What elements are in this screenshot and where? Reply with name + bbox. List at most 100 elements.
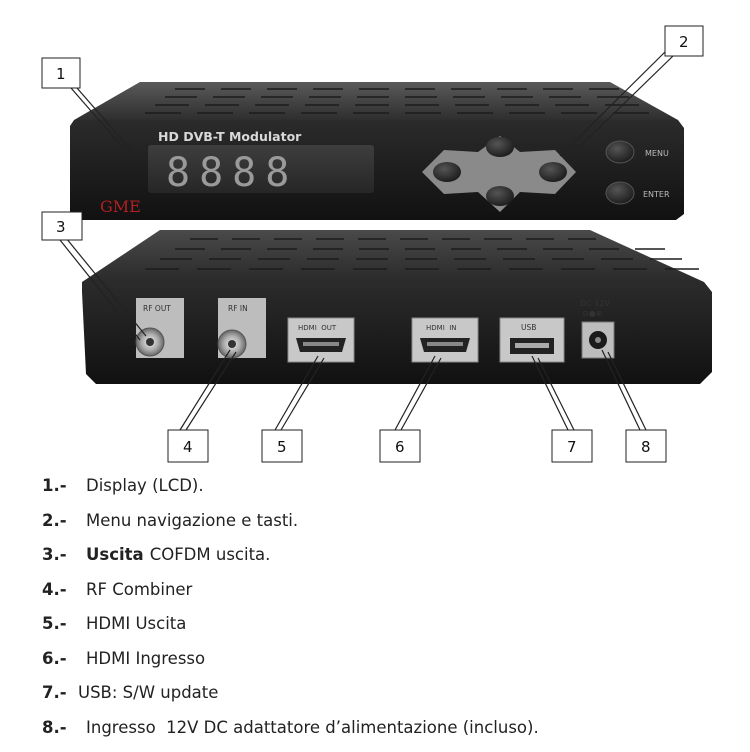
vent-slot (400, 238, 428, 240)
legend-item-3: 3.- Uscita COFDM uscita. (42, 545, 732, 580)
vent-slot (274, 238, 302, 240)
hdmi-in-port[interactable]: HDMI IN (412, 318, 478, 362)
usb-label: USB (521, 323, 536, 332)
vent-slot (451, 88, 481, 90)
hdmi-out-port[interactable]: HDMI OUT (288, 318, 354, 362)
vent-slot (442, 238, 470, 240)
rf-out-label: RF OUT (143, 304, 171, 313)
legend-list: 1.- Display (LCD). 2.- Menu navigazione … (42, 476, 732, 752)
brand-logo: GME (100, 197, 141, 216)
vent-slot (205, 104, 239, 106)
vent-slot (405, 104, 439, 106)
legend-text: RF Combiner (86, 580, 192, 599)
vent-slot (484, 238, 512, 240)
device-diagram: HD DVB-T Modulator 8888 GME MENU ENTER R… (0, 0, 750, 470)
vent-slot (261, 96, 293, 98)
legend-item-1: 1.- Display (LCD). (42, 476, 732, 511)
vent-slot (509, 268, 543, 270)
legend-item-2: 2.- Menu navigazione e tasti. (42, 511, 732, 546)
vent-slot (457, 268, 491, 270)
nav-down-button[interactable] (486, 186, 514, 206)
vent-slot (613, 112, 649, 114)
callout-3: 3 (42, 212, 82, 240)
nav-right-button[interactable] (539, 162, 567, 182)
vent-slot (568, 238, 596, 240)
legend-number: 1.- (42, 476, 86, 495)
svg-text:6: 6 (395, 438, 405, 456)
front-panel-title: HD DVB-T Modulator (158, 129, 302, 144)
vent-slot (497, 88, 527, 90)
vent-slot (197, 268, 231, 270)
vent-slot (309, 96, 341, 98)
callout-5: 5 (262, 430, 302, 462)
svg-text:7: 7 (567, 438, 577, 456)
svg-text:8: 8 (641, 438, 651, 456)
legend-number: 5.- (42, 614, 86, 633)
usb-port[interactable]: USB (500, 318, 564, 362)
vent-slot (145, 268, 179, 270)
vent-slot (249, 112, 285, 114)
legend-item-5: 5.- HDMI Uscita (42, 614, 732, 649)
vent-slot (160, 258, 192, 260)
legend-item-6: 6.- HDMI Ingresso (42, 649, 732, 684)
legend-item-4: 4.- RF Combiner (42, 580, 732, 615)
nav-left-button[interactable] (433, 162, 461, 182)
legend-number: 2.- (42, 511, 86, 530)
legend-text: USB: S/W update (78, 683, 218, 702)
rf-in-port[interactable]: RF IN (218, 298, 266, 358)
vent-slot (190, 238, 218, 240)
legend-item-8: 8.- Ingresso 12V DC adattatore d’aliment… (42, 718, 732, 752)
nav-up-button[interactable] (486, 137, 514, 157)
vent-slot (405, 248, 435, 250)
vent-slot (561, 268, 595, 270)
dc-label: DC 12V (580, 299, 610, 308)
vent-slot (209, 258, 241, 260)
callout-4: 4 (168, 430, 208, 462)
vent-slot (355, 104, 389, 106)
vent-slot (543, 248, 573, 250)
vent-slot (613, 268, 647, 270)
vent-slot (359, 248, 389, 250)
vent-slot (405, 258, 437, 260)
enter-label: ENTER (643, 190, 670, 199)
vent-slot (358, 238, 386, 240)
callout-1: 1 (42, 58, 80, 88)
vent-slot (549, 96, 581, 98)
rf-in-label: RF IN (228, 304, 248, 313)
vent-slot (405, 88, 435, 90)
vent-slot (305, 104, 339, 106)
legend-number: 7.- (42, 683, 78, 702)
enter-button[interactable] (606, 182, 634, 204)
vent-slot (359, 88, 389, 90)
rf-out-port[interactable]: RF OUT (136, 298, 184, 358)
vent-slot (405, 96, 437, 98)
vent-slot (175, 248, 205, 250)
vent-slot (650, 258, 682, 260)
vent-slot (155, 104, 189, 106)
vent-slot (665, 268, 699, 270)
vent-slot (635, 248, 665, 250)
vent-slot (497, 248, 527, 250)
legend-text: Display (LCD). (86, 476, 204, 495)
callout-7: 7 (552, 430, 592, 462)
svg-text:1: 1 (56, 65, 66, 83)
callout-8: 8 (626, 430, 666, 462)
vent-slot (453, 96, 485, 98)
vent-slot (503, 258, 535, 260)
hdmi-in-label: HDMI IN (426, 324, 457, 332)
svg-text:2: 2 (679, 33, 689, 51)
vent-slot (232, 238, 260, 240)
dc-polarity-icon: ⊖●⊕ (582, 309, 602, 318)
menu-button[interactable] (606, 141, 634, 163)
vent-slot (197, 112, 233, 114)
vent-slot (175, 88, 205, 90)
vent-slot (597, 96, 629, 98)
vent-slot (357, 96, 389, 98)
legend-number: 4.- (42, 580, 86, 599)
rear-unit: RF OUT RF IN HDMI OUT HDMI IN (82, 230, 712, 384)
svg-text:5: 5 (277, 438, 287, 456)
vent-slot (356, 258, 388, 260)
legend-item-7: 7.- USB: S/W update (42, 683, 732, 718)
dc-power-port[interactable]: DC 12V ⊖●⊕ (580, 299, 614, 358)
vent-slot (313, 248, 343, 250)
